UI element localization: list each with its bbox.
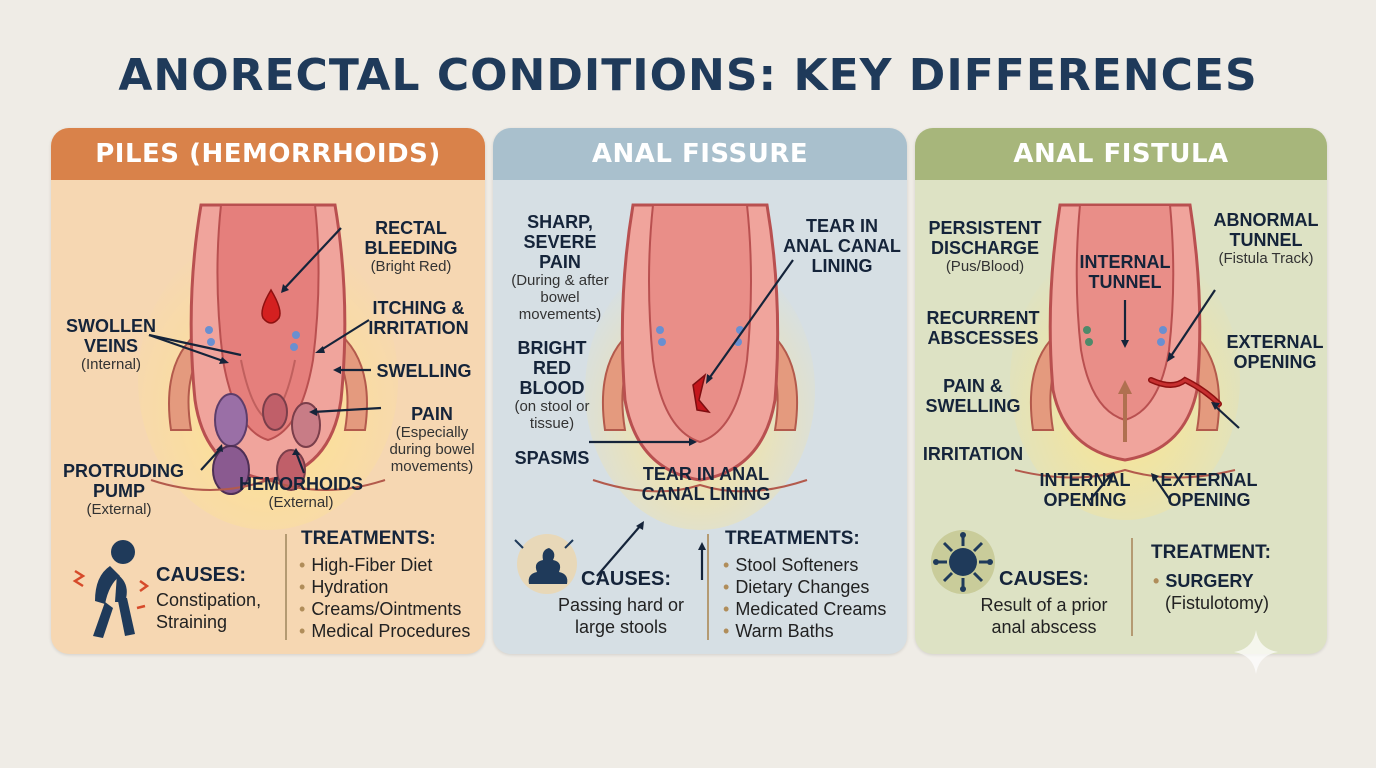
fistula-label-abnormal-tunnel: ABNORMAL TUNNEL (Fistula Track) bbox=[1213, 210, 1319, 267]
fissure-label-bright-red-blood: BRIGHT RED BLOOD (on stool or tissue) bbox=[514, 338, 590, 432]
person-cramp-icon bbox=[72, 540, 150, 638]
fistula-label-recurrent: RECURRENT ABSCESSES bbox=[926, 308, 1040, 348]
list-item: Warm Baths bbox=[723, 620, 886, 642]
blood-drop-icon bbox=[261, 288, 281, 324]
piles-divider bbox=[285, 534, 287, 640]
fissure-causes-title: CAUSES: bbox=[581, 568, 672, 590]
list-item: Dietary Changes bbox=[723, 576, 886, 598]
piles-label-hemorhoids: HEMORHOIDS (External) bbox=[238, 474, 363, 511]
piles-label-swelling: SWELLING bbox=[376, 361, 472, 381]
fistula-treatment-main: •SURGERY (Fistulotomy) bbox=[1153, 571, 1270, 613]
list-item: Hydration bbox=[299, 576, 470, 598]
piles-causes-title: CAUSES: bbox=[156, 564, 247, 586]
piles-causes-text: Constipation, Straining bbox=[156, 590, 262, 632]
fistula-treatment-title: TREATMENT: bbox=[1151, 542, 1271, 563]
piles-label-pain: PAIN (Especially during bowel movements) bbox=[389, 404, 475, 475]
piles-label-rectal-bleeding: RECTAL BLEEDING (Bright Red) bbox=[364, 218, 458, 275]
fistula-label-discharge: PERSISTENT DISCHARGE (Pus/Blood) bbox=[928, 218, 1042, 275]
stool-icon bbox=[514, 534, 577, 594]
piles-label-swollen-veins: SWOLLEN VEINS (Internal) bbox=[66, 316, 156, 373]
list-item: Creams/Ointments bbox=[299, 598, 470, 620]
fissure-label-sharp-pain: SHARP, SEVERE PAIN (During & after bowel… bbox=[511, 212, 609, 323]
list-item: Medicated Creams bbox=[723, 598, 886, 620]
sparkle-icon bbox=[1234, 630, 1278, 674]
fissure-causes-text: Passing hard or large stools bbox=[557, 595, 685, 637]
fistula-label-external-opening-bottom: EXTERNAL OPENING bbox=[1160, 470, 1258, 510]
piles-treatments-list: High-Fiber Diet Hydration Creams/Ointmen… bbox=[299, 554, 470, 642]
fistula-header: ANAL FISTULA bbox=[915, 128, 1327, 180]
fistula-label-external-opening-right: EXTERNAL OPENING bbox=[1226, 332, 1324, 372]
fissure-header: ANAL FISSURE bbox=[493, 128, 907, 180]
fissure-treatments-list: Stool Softeners Dietary Changes Medicate… bbox=[723, 554, 886, 642]
fistula-label-pain-swelling: PAIN & SWELLING bbox=[925, 376, 1021, 416]
fistula-divider bbox=[1131, 538, 1133, 636]
fissure-label-spasms: SPASMS bbox=[514, 448, 590, 468]
list-item: High-Fiber Diet bbox=[299, 554, 470, 576]
fistula-causes-title: CAUSES: bbox=[999, 568, 1090, 590]
fistula-treatment-sub: (Fistulotomy) bbox=[1165, 593, 1270, 613]
fistula-label-internal-tunnel: INTERNAL TUNNEL bbox=[1079, 252, 1171, 292]
bacteria-icon bbox=[931, 530, 995, 594]
piles-panel: PILES (HEMORRHOIDS) bbox=[51, 128, 485, 654]
fissure-label-tear-bottom: TEAR IN ANAL CANAL LINING bbox=[641, 464, 771, 504]
page-title: ANORECTAL CONDITIONS: KEY DIFFERENCES bbox=[118, 50, 1258, 101]
fistula-panel: ANAL FISTULA bbox=[915, 128, 1327, 654]
piles-anatomy-illustration bbox=[138, 203, 398, 530]
fissure-label-tear-top: TEAR IN ANAL CANAL LINING bbox=[783, 216, 901, 276]
fistula-label-internal-opening: INTERNAL OPENING bbox=[1039, 470, 1131, 510]
piles-treatments-title: TREATMENTS: bbox=[301, 528, 436, 549]
piles-label-protruding: PROTRUDING PUMP (External) bbox=[63, 461, 184, 518]
fissure-treatments-title: TREATMENTS: bbox=[725, 528, 860, 549]
list-item: Stool Softeners bbox=[723, 554, 886, 576]
fissure-anatomy-illustration bbox=[585, 203, 815, 580]
fistula-anatomy-illustration bbox=[1010, 203, 1240, 520]
fissure-panel: ANAL FISSURE SHAR bbox=[493, 128, 907, 654]
fistula-causes-text: Result of a prior anal abscess bbox=[980, 595, 1108, 637]
piles-header: PILES (HEMORRHOIDS) bbox=[51, 128, 485, 180]
list-item: Medical Procedures bbox=[299, 620, 470, 642]
fissure-divider bbox=[707, 534, 709, 640]
piles-label-itching: ITCHING & IRRITATION bbox=[368, 298, 469, 338]
fistula-label-irritation: IRRITATION bbox=[922, 444, 1024, 464]
